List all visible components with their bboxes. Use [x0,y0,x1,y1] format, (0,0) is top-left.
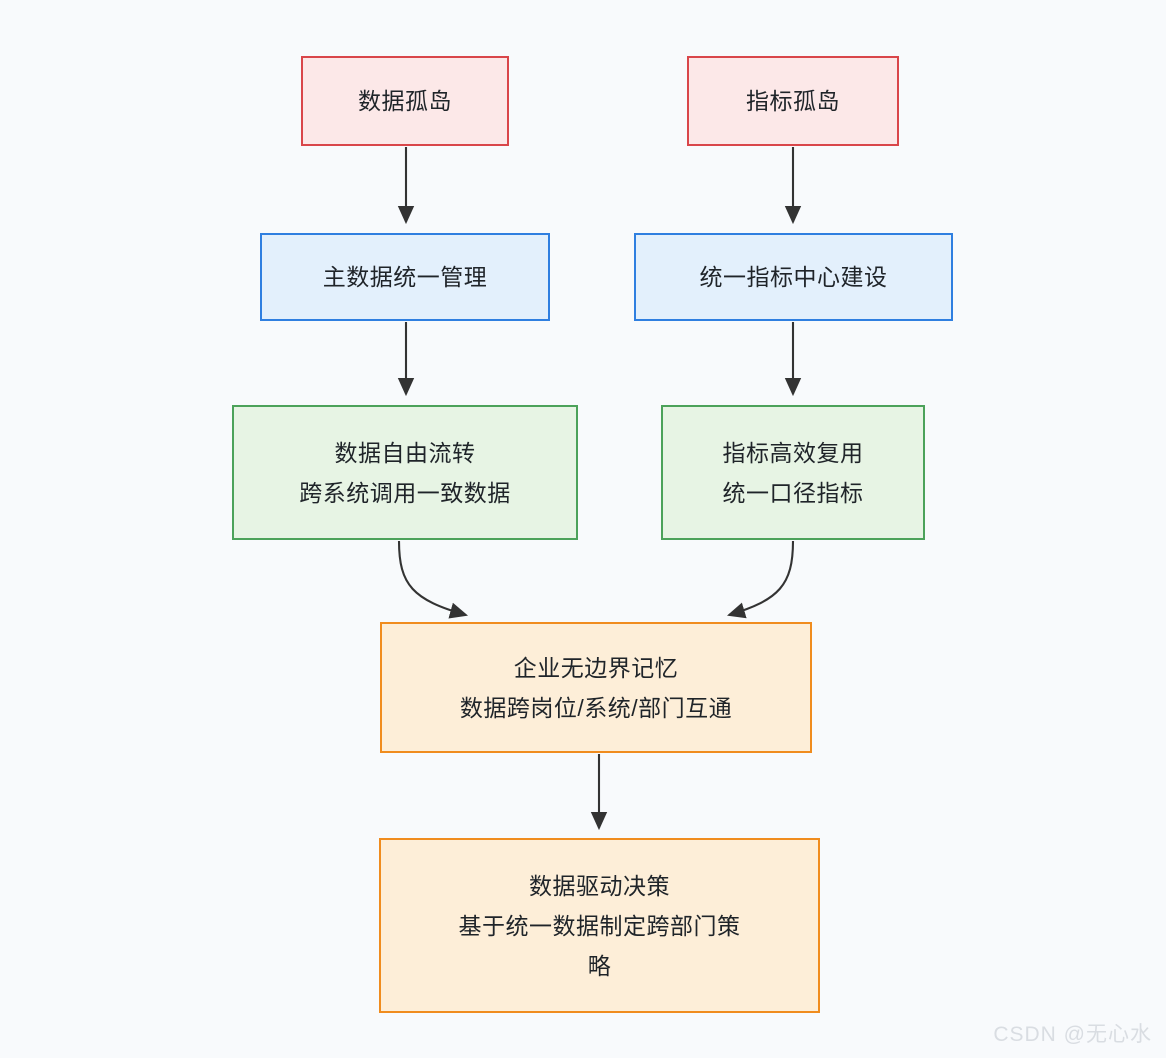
node-label: 数据孤岛 [358,88,452,114]
edge-metric-reuse-to-borderless-memory [726,540,795,619]
node-data-flow[interactable]: 数据自由流转 跨系统调用一致数据 [232,405,578,540]
node-master-data[interactable]: 主数据统一管理 [260,233,550,321]
node-data-driven-decision[interactable]: 数据驱动决策 基于统一数据制定跨部门策 略 [379,838,820,1013]
node-label: 指标孤岛 [746,88,840,114]
node-data-silo[interactable]: 数据孤岛 [301,56,509,146]
node-borderless-memory[interactable]: 企业无边界记忆 数据跨岗位/系统/部门互通 [380,622,812,753]
node-label: 主数据统一管理 [322,264,488,290]
node-label: 数据自由流转 跨系统调用一致数据 [299,439,511,506]
node-label: 指标高效复用 统一口径指标 [722,439,864,506]
node-label: 统一指标中心建设 [699,264,888,290]
edge-data-flow-to-borderless-memory [397,540,469,619]
node-label: 企业无边界记忆 数据跨岗位/系统/部门互通 [459,654,733,721]
node-label: 数据驱动决策 基于统一数据制定跨部门策 略 [458,872,741,979]
node-metric-center[interactable]: 统一指标中心建设 [634,233,953,321]
csdn-watermark: CSDN @无心水 [993,1023,1152,1046]
node-metric-silo[interactable]: 指标孤岛 [687,56,899,146]
node-metric-reuse[interactable]: 指标高效复用 统一口径指标 [661,405,925,540]
